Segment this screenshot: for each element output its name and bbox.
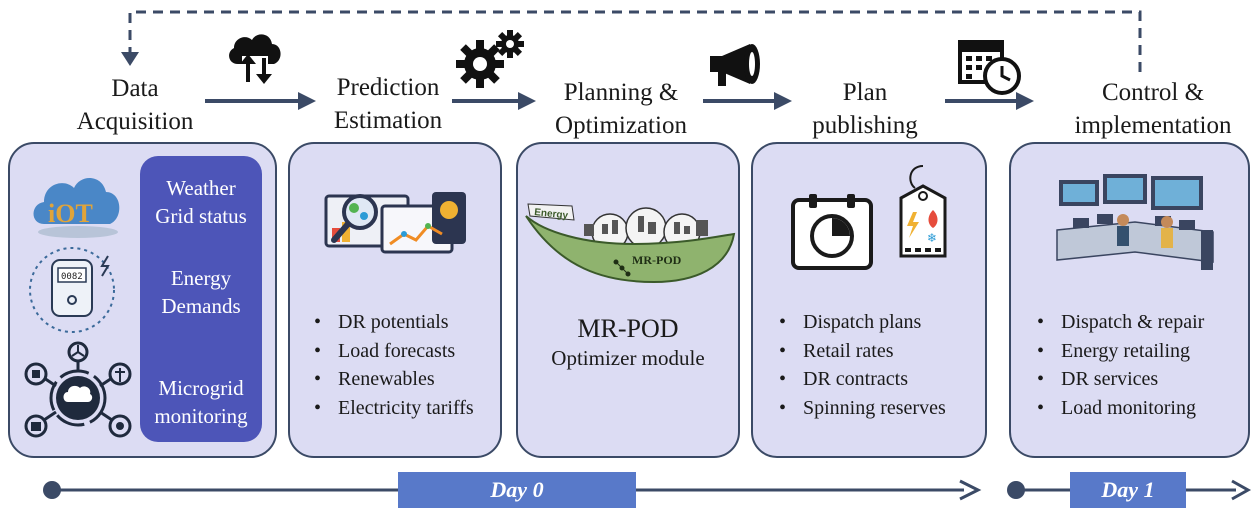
timer-calendar-icon <box>791 194 873 270</box>
list-item: DR contracts <box>779 365 946 394</box>
meter-reading: 0082 <box>61 272 83 282</box>
cloud-upload-download-icon <box>229 34 281 86</box>
control-room-icon <box>1056 174 1214 270</box>
control-implementation-box: Dispatch & repair Energy retailing DR se… <box>1009 142 1250 458</box>
stage-title-control-implementation: Control &implementation <box>1074 79 1232 139</box>
logo-banner-text: Energy <box>534 207 569 222</box>
panel-label-weather: Weather <box>166 176 236 200</box>
gears-icon <box>456 30 524 88</box>
optimizer-subtitle: Optimizer module <box>551 346 705 370</box>
optimizer-name: MR-POD <box>577 314 679 343</box>
prediction-estimation-box: DR potentials Load forecasts Renewables … <box>288 142 502 458</box>
list-item: Energy retailing <box>1037 337 1204 366</box>
analytics-dashboard-icon <box>324 192 466 254</box>
day-0-label: Day 0 <box>398 472 636 508</box>
list-item: DR potentials <box>314 308 474 337</box>
list-item: Load forecasts <box>314 337 474 366</box>
stage-title-planning-optimization: Planning &Optimization <box>555 79 687 139</box>
prediction-outputs-list: DR potentials Load forecasts Renewables … <box>314 308 474 422</box>
publishing-outputs-list: Dispatch plans Retail rates DR contracts… <box>779 308 946 422</box>
list-item: Renewables <box>314 365 474 394</box>
calendar-clock-icon <box>958 40 1021 95</box>
iot-cloud-text: iOT <box>48 199 93 228</box>
list-item: Dispatch & repair <box>1037 308 1204 337</box>
acquisition-data-panel: Weather Grid status Energy Demands Micro… <box>140 156 262 442</box>
energy-hub-icon <box>24 341 132 438</box>
list-item: DR services <box>1037 365 1204 394</box>
panel-label-grid-status: Grid status <box>155 204 247 228</box>
svg-text:❄: ❄ <box>927 231 937 245</box>
list-item: Retail rates <box>779 337 946 366</box>
energy-price-tag-icon: ❄ <box>899 165 947 258</box>
list-item: Electricity tariffs <box>314 394 474 423</box>
panel-label-demands: Demands <box>161 294 241 318</box>
planning-optimization-box: Energy MR-POD MR-POD Optimizer module <box>516 142 740 458</box>
panel-label-monitoring: monitoring <box>154 404 248 428</box>
day-1-label: Day 1 <box>1070 472 1186 508</box>
control-outputs-list: Dispatch & repair Energy retailing DR se… <box>1037 308 1204 422</box>
list-item: Load monitoring <box>1037 394 1204 423</box>
panel-label-microgrid: Microgrid <box>158 376 244 400</box>
megaphone-icon <box>710 44 760 86</box>
panel-label-energy: Energy <box>170 266 232 290</box>
list-item: Dispatch plans <box>779 308 946 337</box>
iot-cloud-icon: iOT <box>33 177 120 238</box>
logo-pod-text: MR-POD <box>632 253 682 267</box>
list-item: Spinning reserves <box>779 394 946 423</box>
smart-meter-icon: 0082 <box>29 247 115 333</box>
plan-publishing-box: ❄ Dispatch plans Retail rates DR contrac… <box>751 142 987 458</box>
data-acquisition-box: Weather Grid status Energy Demands Micro… <box>8 142 277 458</box>
mr-pod-pea-pod-logo: Energy MR-POD <box>525 203 736 284</box>
